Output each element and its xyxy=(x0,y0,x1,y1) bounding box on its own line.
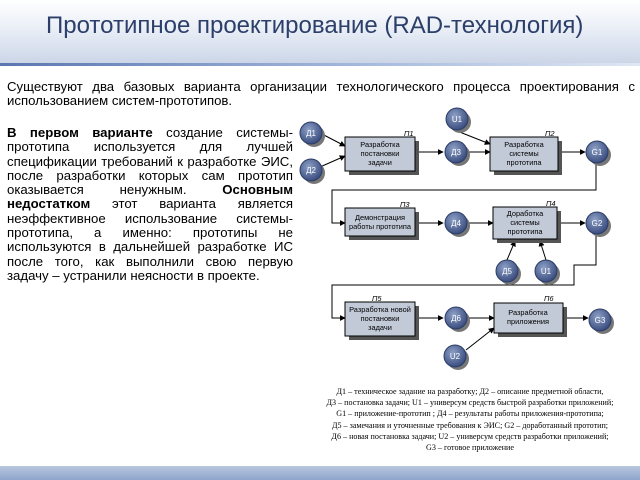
node-d1: Д1 xyxy=(299,121,325,147)
svg-text:U2: U2 xyxy=(450,352,461,361)
box-label: задачи xyxy=(368,323,392,332)
node-d5: Д5 xyxy=(495,259,521,285)
legend-line: Д3 – постановка задачи; U1 – универсум с… xyxy=(326,398,614,408)
svg-text:Д6: Д6 xyxy=(451,314,461,323)
box-label: системы xyxy=(509,149,538,158)
box-label: приложения xyxy=(507,317,549,326)
svg-text:G3: G3 xyxy=(595,316,606,325)
page-title: Прототипное проектирование (RAD-технолог… xyxy=(46,12,584,39)
node-d3: Д3 xyxy=(444,140,470,166)
header-divider xyxy=(0,63,640,66)
node-d6: Д6 xyxy=(444,306,470,332)
box-tag: П5 xyxy=(372,294,382,303)
node-g2: G2 xyxy=(585,211,611,237)
legend-line: Д6 – новая постановка задачи; U2 – униве… xyxy=(331,431,609,441)
box-label: системы xyxy=(510,218,539,227)
svg-text:Д1: Д1 xyxy=(306,129,316,138)
box-label: работы прототипа xyxy=(349,222,412,231)
footer-bar xyxy=(0,466,640,480)
body-bold-first-variant: В первом варианте xyxy=(7,125,153,140)
box-label: постановки xyxy=(361,149,400,158)
box-tag: П6 xyxy=(544,294,554,303)
header-band xyxy=(0,0,640,66)
svg-text:U1: U1 xyxy=(452,115,463,124)
svg-text:G1: G1 xyxy=(592,148,603,157)
diagram-legend: Д1 – техническое задание на разработку; … xyxy=(300,386,640,453)
box-tag: П1 xyxy=(404,129,414,138)
box-label: задачи xyxy=(368,158,392,167)
box-tag: П3 xyxy=(400,200,410,209)
node-u1-bottom: U1 xyxy=(534,259,560,285)
box-application-development: Разработка приложения П6 xyxy=(493,294,567,337)
box-label: Разработка xyxy=(504,140,544,149)
box-label: постановки xyxy=(361,314,400,323)
box-label: прототипа xyxy=(508,227,544,236)
legend-line: Д5 – замечания и уточненные требования к… xyxy=(331,420,609,430)
body-paragraph: В первом варианте создание системы-прото… xyxy=(7,125,293,283)
legend-line: G3 – готовое приложение xyxy=(426,443,514,453)
legend-line: G1 – приложение-прототип ; Д4 – результа… xyxy=(336,409,604,419)
svg-text:Д4: Д4 xyxy=(451,219,461,228)
box-prototype-demo: Демонстрация работы прототипа П3 xyxy=(344,200,419,240)
box-tag: П4 xyxy=(546,199,556,208)
box-label: Доработка xyxy=(507,209,544,218)
body-bold-main-drawback: Основным недостатком xyxy=(7,182,293,212)
box-new-problem-statement: Разработка новой постановки задачи П5 xyxy=(344,294,419,340)
node-g1: G1 xyxy=(585,140,611,166)
svg-text:U1: U1 xyxy=(541,267,552,276)
svg-text:Д3: Д3 xyxy=(451,148,461,157)
box-prototype-refinement: Доработка системы прототипа П4 xyxy=(492,199,561,243)
svg-text:Д2: Д2 xyxy=(306,166,316,175)
node-g3: G3 xyxy=(588,308,614,334)
box-prototype-development: Разработка системы прототипа П2 xyxy=(489,129,562,175)
legend-line: Д1 – техническое задание на разработку; … xyxy=(336,387,604,396)
box-tag: П2 xyxy=(545,129,555,138)
node-d4: Д4 xyxy=(444,211,470,237)
box-label: Разработка новой xyxy=(349,305,411,314)
box-label: Разработка xyxy=(508,308,548,317)
box-label: прототипа xyxy=(507,158,543,167)
box-problem-statement: Разработка постановки задачи П1 xyxy=(344,129,419,175)
diagram-edges xyxy=(319,130,597,351)
node-u1-top: U1 xyxy=(445,107,471,133)
svg-text:Д5: Д5 xyxy=(502,267,512,276)
intro-paragraph: Существуют два базовых варианта организа… xyxy=(7,79,635,108)
node-u2: U2 xyxy=(443,344,469,370)
body-text-2: этот варианта является неэффективное исп… xyxy=(7,196,293,283)
box-label: Разработка xyxy=(360,140,400,149)
node-d2: Д2 xyxy=(299,158,325,184)
body-text-1: создание системы-прототипа используется … xyxy=(7,125,293,198)
box-label: Демонстрация xyxy=(355,213,405,222)
svg-text:G2: G2 xyxy=(592,219,603,228)
